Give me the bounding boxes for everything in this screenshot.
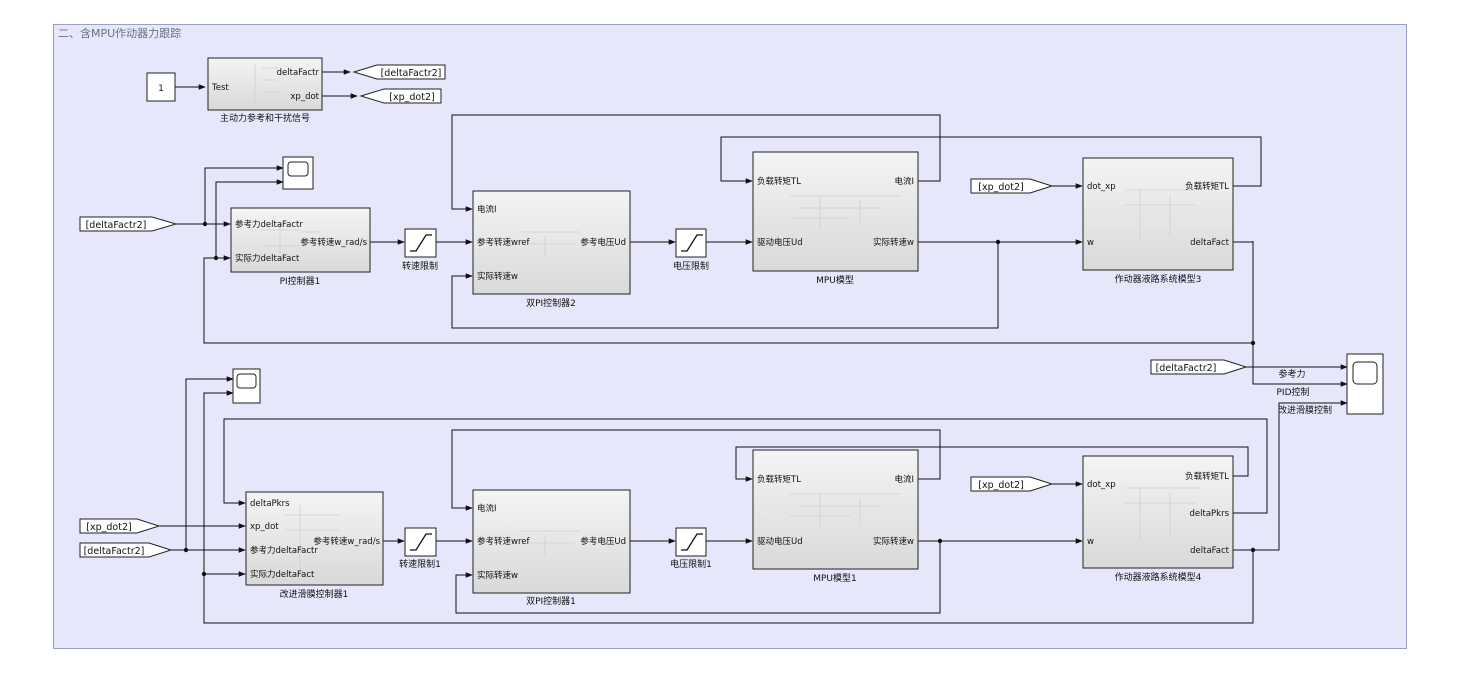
label-tags-from-deltafactr2-c: [deltaFactr2] xyxy=(84,546,145,557)
label-blocks-dual-pi2-out1: 参考电压Ud xyxy=(580,237,626,248)
label-blocks-dual-pi2-in2: 参考转速wref xyxy=(477,237,530,248)
label-tags-goto-xp-dot2: [xp_dot2] xyxy=(389,92,434,103)
label-tags-from-xp-dot2-a: [xp_dot2] xyxy=(978,182,1023,193)
label-blocks-smc1-in2: xp_dot xyxy=(250,522,279,532)
signal-label-pid: PID控制 xyxy=(1276,386,1309,398)
signal-generator-label: 主动力参考和干扰信号 xyxy=(220,112,310,124)
label-blocks-mpu-label: MPU模型 xyxy=(816,275,854,286)
signal-label-smc: 改进滑膜控制 xyxy=(1278,404,1332,416)
label-blocks-sat-voltage-label: 电压限制 xyxy=(673,260,709,272)
label-blocks-sat-speed1-label: 转速限制1 xyxy=(399,558,441,570)
signal-generator-block[interactable]: Test deltaFactr xp_dot 主动力参考和干扰信号 xyxy=(207,57,323,124)
from-tag-deltafactr2-scope[interactable]: [deltaFactr2] xyxy=(1150,359,1248,375)
label-blocks-pi1-label: PI控制器1 xyxy=(280,275,321,287)
goto-tag-deltafactr2[interactable]: [deltaFactr2] xyxy=(352,64,446,80)
label-blocks-dual-pi1-in2: 参考转速wref xyxy=(477,536,530,547)
from-tag-deltafactr2-bottom[interactable]: [deltaFactr2] xyxy=(79,542,173,558)
label-blocks-act4-out2: deltaPkrs xyxy=(1190,509,1230,519)
label-blocks-act4-in2: w xyxy=(1087,537,1094,547)
saturation-voltage-block[interactable]: 电压限制 xyxy=(673,228,709,272)
wires-bottom xyxy=(159,376,1348,624)
label-blocks-act3-out1: 负载转矩TL xyxy=(1185,181,1229,192)
label-blocks-dual-pi2-in3: 实际转速w xyxy=(477,271,518,282)
label-tags-from-xp-dot2-c: [xp_dot2] xyxy=(86,522,131,533)
port-xp-dot: xp_dot xyxy=(290,92,319,102)
label-blocks-act4-in1: dot_xp xyxy=(1087,480,1116,490)
pi-controller-1-block[interactable]: 参考力deltaFactr 实际力deltaFact 参考转速w_rad/s P… xyxy=(230,207,371,287)
label-blocks-smc1-in1: deltaPkrs xyxy=(250,499,290,509)
mpu-model-block[interactable]: 负载转矩TL 驱动电压Ud 电流I 实际转速w MPU模型 xyxy=(752,151,919,286)
label-blocks-dual-pi1-label: 双PI控制器1 xyxy=(526,595,576,607)
label-tags-from-deltafactr2-a: [deltaFactr2] xyxy=(86,220,147,231)
label-blocks-mpu-in2: 驱动电压Ud xyxy=(757,237,803,248)
scope-right[interactable] xyxy=(1346,353,1384,415)
scope-bottom[interactable] xyxy=(232,368,261,404)
label-blocks-mpu1-out2: 实际转速w xyxy=(873,536,914,547)
label-blocks-act4-label: 作动器液路系统模型4 xyxy=(1115,571,1202,583)
label-blocks-act4-out3: deltaFact xyxy=(1190,546,1230,556)
port-test: Test xyxy=(211,83,229,93)
label-blocks-mpu-out1: 电流I xyxy=(894,176,914,187)
wires-top xyxy=(175,69,1348,387)
label-blocks-sat-speed-label: 转速限制 xyxy=(402,260,438,272)
constant-value: 1 xyxy=(158,84,164,94)
label-tags-from-xp-dot2-b: [xp_dot2] xyxy=(978,480,1023,491)
label-blocks-dual-pi2-in1: 电流I xyxy=(477,204,497,215)
label-blocks-smc1-in3: 参考力deltaFactr xyxy=(250,545,318,556)
label-blocks-sat-voltage1-label: 电压限制1 xyxy=(670,558,712,570)
junction-dots xyxy=(183,221,1256,577)
from-tag-xp-dot2-bottom-left[interactable]: [xp_dot2] xyxy=(79,518,161,534)
label-blocks-dual-pi1-in1: 电流I xyxy=(477,503,497,514)
label-blocks-act3-out2: deltaFact xyxy=(1190,238,1230,248)
label-blocks-act3-in2: w xyxy=(1087,238,1094,248)
label-tags-goto-deltafactr2: [deltaFactr2] xyxy=(381,68,442,79)
signal-label-reference-force: 参考力 xyxy=(1278,368,1305,380)
improved-smc-controller-1-block[interactable]: deltaPkrs xp_dot 参考力deltaFactr 实际力deltaF… xyxy=(245,491,384,600)
scope-top[interactable] xyxy=(282,156,314,190)
from-tag-xp-dot2-top[interactable]: [xp_dot2] xyxy=(970,178,1054,194)
goto-tag-xp-dot2[interactable]: [xp_dot2] xyxy=(359,88,442,104)
label-blocks-mpu1-in1: 负载转矩TL xyxy=(757,474,801,485)
label-blocks-mpu1-label: MPU模型1 xyxy=(813,573,857,584)
dual-pi-controller-1-block[interactable]: 电流I 参考转速wref 实际转速w 参考电压Ud 双PI控制器1 xyxy=(472,489,631,607)
label-blocks-dual-pi2-label: 双PI控制器2 xyxy=(526,297,576,309)
label-blocks-act4-out1: 负载转矩TL xyxy=(1185,471,1229,482)
dual-pi-controller-2-block[interactable]: 电流I 参考转速wref 实际转速w 参考电压Ud 双PI控制器2 xyxy=(472,190,631,309)
label-blocks-dual-pi1-in3: 实际转速w xyxy=(477,570,518,581)
label-blocks-mpu-out2: 实际转速w xyxy=(873,237,914,248)
label-blocks-mpu1-in2: 驱动电压Ud xyxy=(757,536,803,547)
saturation-speed-1-block[interactable]: 转速限制1 xyxy=(399,527,441,570)
constant-block[interactable]: 1 xyxy=(146,72,176,102)
label-blocks-smc1-in4: 实际力deltaFact xyxy=(250,569,315,580)
mpu-model-1-block[interactable]: 负载转矩TL 驱动电压Ud 电流I 实际转速w MPU模型1 xyxy=(752,449,919,584)
label-blocks-act3-label: 作动器液路系统模型3 xyxy=(1115,273,1202,285)
label-blocks-mpu-in1: 负载转矩TL xyxy=(757,176,801,187)
label-blocks-pi1-out1: 参考转速w_rad/s xyxy=(300,237,367,248)
port-deltafactr: deltaFactr xyxy=(277,68,320,78)
saturation-voltage-1-block[interactable]: 电压限制1 xyxy=(670,527,712,570)
from-tag-xp-dot2-bottom-right[interactable]: [xp_dot2] xyxy=(970,476,1054,492)
label-blocks-act3-in1: dot_xp xyxy=(1087,182,1116,192)
label-blocks-mpu1-out1: 电流I xyxy=(894,474,914,485)
area-title: 二、含MPU作动器力跟踪 xyxy=(58,27,182,40)
label-blocks-pi1-in2: 实际力deltaFact xyxy=(235,253,300,264)
label-blocks-pi1-in1: 参考力deltaFactr xyxy=(235,219,303,230)
actuator-hydraulic-model-3-block[interactable]: dot_xp w 负载转矩TL deltaFact 作动器液路系统模型3 xyxy=(1082,157,1234,285)
label-blocks-smc1-out1: 参考转速w_rad/s xyxy=(313,536,380,547)
label-blocks-dual-pi1-out1: 参考电压Ud xyxy=(580,536,626,547)
from-tag-deltafactr2-top[interactable]: [deltaFactr2] xyxy=(79,216,178,232)
actuator-hydraulic-model-4-block[interactable]: dot_xp w 负载转矩TL deltaPkrs deltaFact 作动器液… xyxy=(1082,455,1234,583)
saturation-speed-block[interactable]: 转速限制 xyxy=(402,228,438,272)
label-blocks-smc1-label: 改进滑膜控制器1 xyxy=(280,588,349,600)
label-tags-from-deltafactr2-b: [deltaFactr2] xyxy=(1156,363,1217,374)
